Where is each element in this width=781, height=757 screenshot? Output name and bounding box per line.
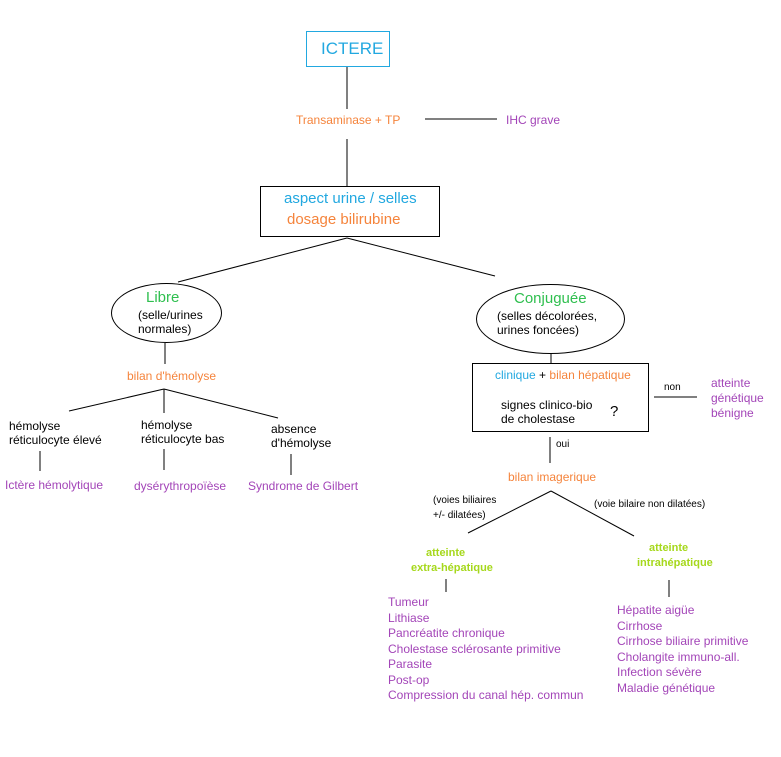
atteinte-genetique-3: bénigne — [711, 406, 754, 420]
intra-title-1: atteinte — [649, 542, 689, 554]
plus-label: + — [539, 368, 547, 382]
syndrome-gilbert: Syndrome de Gilbert — [248, 479, 359, 493]
connector — [177, 237, 348, 283]
connector — [467, 490, 552, 534]
atteinte-genetique-2: génétique — [711, 391, 764, 405]
transaminase-label: Transaminase + TP — [296, 113, 401, 127]
connector — [346, 237, 496, 277]
extra-cause: Parasite — [388, 657, 433, 671]
clinique-bilan-line: clinique + bilan hépatique — [495, 368, 631, 382]
branch-3-line-1: absence — [271, 422, 317, 436]
conjuguee-desc-2: urines foncées) — [497, 323, 580, 337]
signes-line-1: signes clinico-bio — [501, 398, 593, 412]
connector — [68, 388, 165, 412]
connector — [163, 388, 279, 419]
aspect-box: aspect urine / selles dosage bilirubine — [260, 186, 440, 237]
branch-1-line-2: réticulocyte élevé — [9, 433, 102, 447]
libre-desc-2: normales) — [138, 322, 192, 336]
bilan-imagerique-label: bilan imagerique — [508, 470, 597, 484]
intra-cause: Infection sévère — [617, 665, 702, 679]
title-box: ICTERE — [306, 31, 390, 67]
intra-cause: Hépatite aigüe — [617, 603, 695, 617]
connector — [550, 490, 635, 537]
intra-causes-list: Hépatite aigüe Cirrhose Cirrhose biliair… — [617, 603, 748, 696]
extra-cause: Pancréatite chronique — [388, 626, 505, 640]
aspect-urine-label: aspect urine / selles — [284, 190, 417, 207]
clinique-label: clinique — [495, 368, 536, 382]
voie-non-dilatees: (voie bilaire non dilatées) — [594, 499, 706, 510]
intra-title-2: intrahépatique — [637, 557, 713, 569]
voies-biliaires-2: +/- dilatées) — [433, 510, 486, 521]
bilan-hepatique-label: bilan hépatique — [549, 368, 631, 382]
ihc-grave-label: IHC grave — [506, 113, 561, 127]
icterus-hemolytique: Ictère hémolytique — [5, 478, 104, 492]
clinique-box — [472, 363, 649, 432]
title: ICTERE — [321, 39, 384, 58]
extra-cause: Compression du canal hép. commun — [388, 688, 584, 702]
extra-cause: Cholestase sclérosante primitive — [388, 641, 561, 656]
conjuguee-node — [476, 284, 625, 354]
branch-2-line-2: réticulocyte bas — [141, 432, 225, 446]
intra-cause: Cirrhose biliaire primitive — [617, 634, 749, 648]
extra-title-1: atteinte — [426, 547, 466, 559]
dyserythropoiese: dysérythropoïèse — [134, 479, 227, 493]
branch-2-line-1: hémolyse — [141, 418, 193, 432]
bilan-hemolyse-label: bilan d'hémolyse — [127, 369, 217, 383]
extra-cause: Lithiase — [388, 610, 430, 625]
conjuguee-title: Conjuguée — [514, 290, 587, 307]
libre-desc-1: (selle/urines — [138, 308, 203, 322]
branch-1-line-1: hémolyse — [9, 419, 61, 433]
intra-cause: Cholangite immuno-all. — [617, 649, 740, 664]
extra-causes-list: Tumeur Lithiase Pancréatite chronique Ch… — [388, 595, 583, 704]
question-mark: ? — [610, 403, 619, 420]
atteinte-genetique-1: atteinte — [711, 376, 751, 390]
libre-title: Libre — [146, 289, 180, 306]
intra-cause: Maladie génétique — [617, 680, 716, 695]
extra-cause: Post-op — [388, 672, 430, 687]
intra-cause: Cirrhose — [617, 618, 663, 633]
extra-title-2: extra-hépatique — [411, 562, 493, 574]
dosage-bilirubine-label: dosage bilirubine — [287, 211, 401, 228]
branch-3-line-2: d'hémolyse — [271, 436, 332, 450]
libre-node — [111, 283, 222, 343]
non-label: non — [664, 382, 681, 393]
signes-line-2: de cholestase — [501, 412, 576, 426]
voies-biliaires-1: (voies biliaires — [433, 495, 497, 506]
extra-cause: Tumeur — [388, 595, 429, 609]
conjuguee-desc-1: (selles décolorées, — [497, 309, 598, 323]
oui-label: oui — [556, 439, 570, 450]
